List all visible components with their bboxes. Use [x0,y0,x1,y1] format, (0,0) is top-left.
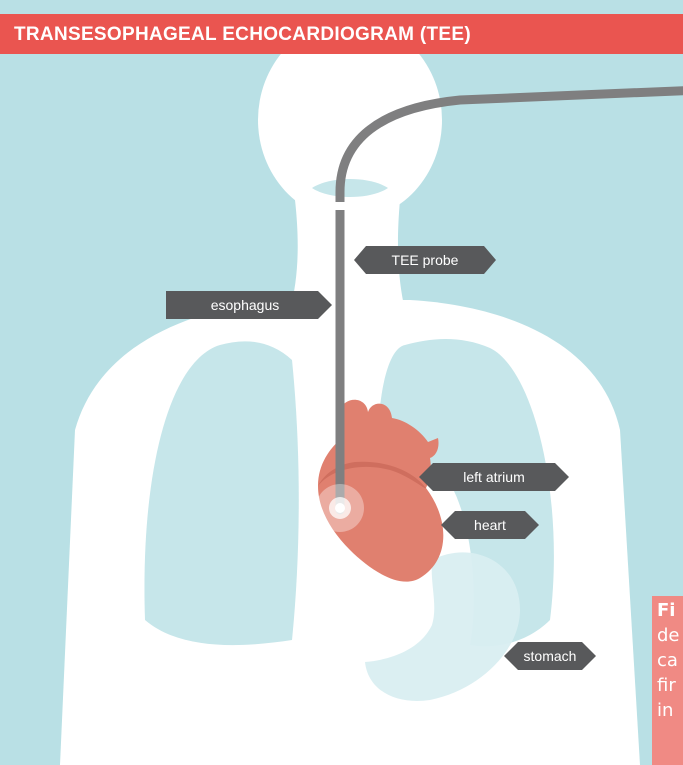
label-tee-probe-text: TEE probe [392,252,459,268]
label-heart-text: heart [474,517,506,533]
label-stomach-text: stomach [524,648,577,664]
label-esophagus-text: esophagus [211,297,280,313]
label-tee-probe: TEE probe [354,246,496,274]
page-title: TRANSESOPHAGEAL ECHOCARDIOGRAM (TEE) [14,24,471,46]
label-esophagus: esophagus [166,291,332,319]
caption-line-5: in [657,700,673,722]
caption-line-3: ca [657,650,678,672]
title-banner: TRANSESOPHAGEAL ECHOCARDIOGRAM (TEE) [0,14,683,54]
caption-line-4: fir [657,675,676,697]
label-heart: heart [441,511,539,539]
caption-line-1: Fi [657,600,675,622]
figure-caption: Fi de ca fir in [652,596,683,765]
probe-tip [316,484,364,532]
probe-ring [332,202,348,210]
label-stomach: stomach [504,642,596,670]
caption-line-2: de [657,625,680,647]
label-left-atrium: left atrium [419,463,569,491]
label-left-atrium-text: left atrium [463,469,524,485]
